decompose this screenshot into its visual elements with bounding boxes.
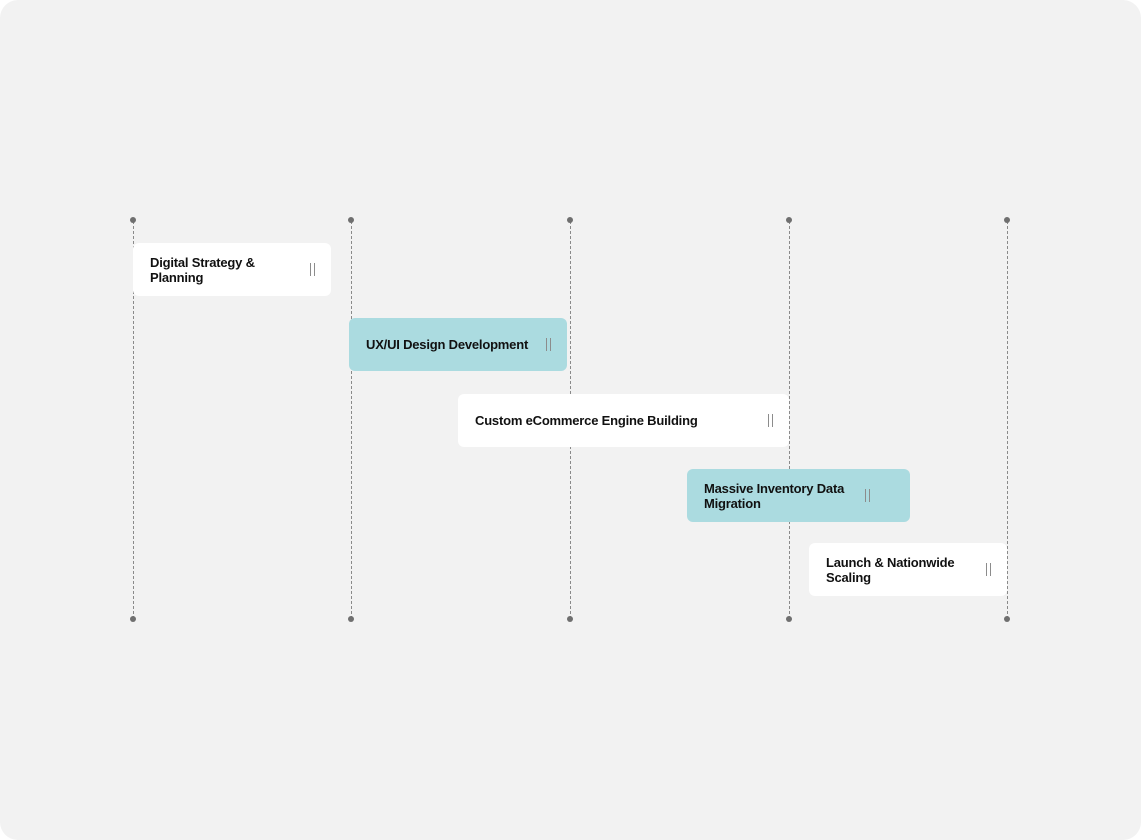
task-label: Launch & Nationwide Scaling [826,554,955,585]
grid-line-2 [351,221,352,619]
grid-bottom-dot [1004,616,1010,622]
grid-bottom-dot [130,616,136,622]
drag-handle-icon[interactable] [865,489,870,503]
task-bar-launch-scaling[interactable]: Launch & Nationwide Scaling [809,543,1007,596]
grid-top-dot [1004,217,1010,223]
grid-bottom-dot [348,616,354,622]
task-bar-digital-strategy[interactable]: Digital Strategy & Planning [133,243,331,296]
grid-bottom-dot [567,616,573,622]
drag-handle-icon[interactable] [768,414,773,428]
task-label: Massive Inventory Data Migration [704,480,845,511]
grid-top-dot [130,217,136,223]
grid-line-5 [1007,221,1008,619]
drag-handle-icon[interactable] [310,263,315,277]
grid-top-dot [567,217,573,223]
grid-top-dot [348,217,354,223]
task-label: UX/UI Design Development [366,337,529,352]
task-bar-ecommerce-engine[interactable]: Custom eCommerce Engine Building [458,394,789,447]
grid-line-4 [789,221,790,619]
grid-bottom-dot [786,616,792,622]
task-label: Digital Strategy & Planning [150,254,255,285]
drag-handle-icon[interactable] [546,338,551,352]
task-bar-inventory-migration[interactable]: Massive Inventory Data Migration [687,469,910,522]
task-bar-ux-ui-design[interactable]: UX/UI Design Development [349,318,567,371]
drag-handle-icon[interactable] [986,563,991,577]
grid-line-1 [133,221,134,619]
task-label: Custom eCommerce Engine Building [475,413,698,428]
grid-top-dot [786,217,792,223]
